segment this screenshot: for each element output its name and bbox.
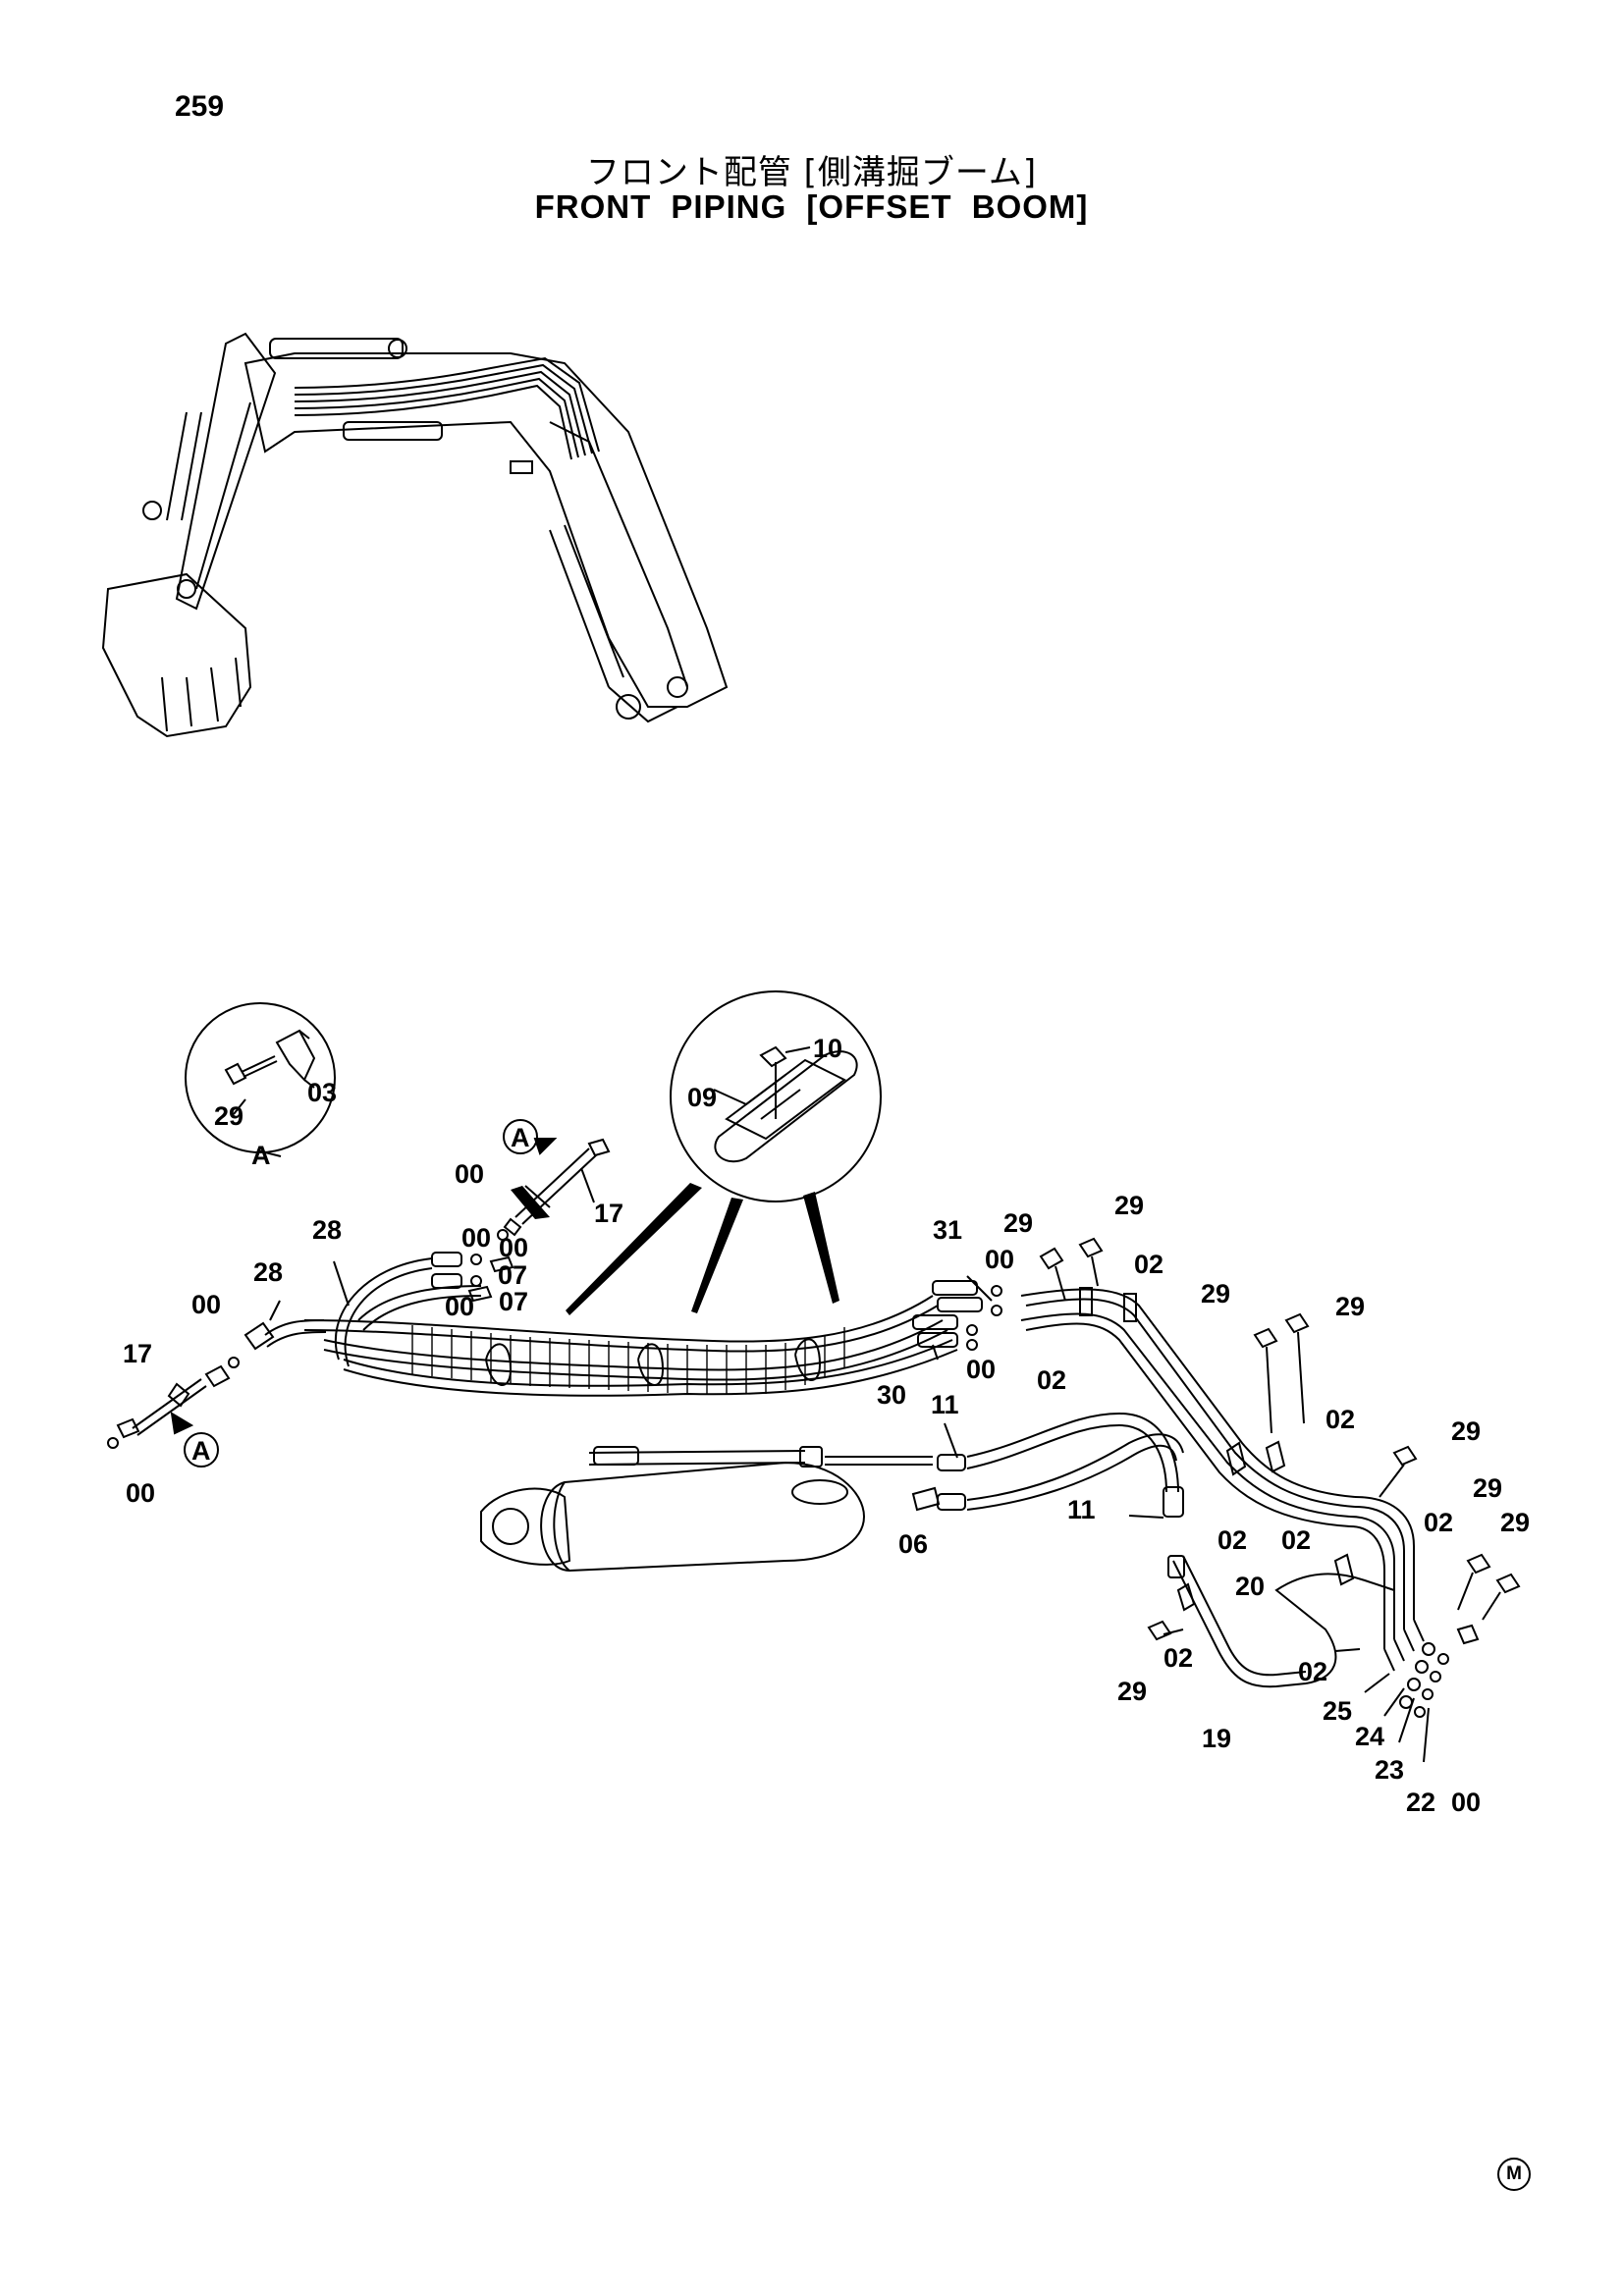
callout-03: 03 <box>307 1078 337 1107</box>
callout-07: 07 <box>499 1287 528 1316</box>
callout-29: 29 <box>1117 1677 1147 1706</box>
callout-25: 25 <box>1323 1696 1352 1726</box>
callout-20: 20 <box>1235 1572 1265 1601</box>
callout-02: 02 <box>1163 1643 1193 1673</box>
view-marker-a-lower: A <box>191 1436 211 1466</box>
callout-11: 11 <box>1067 1495 1096 1524</box>
callout-28: 28 <box>312 1215 342 1245</box>
callout-22: 22 <box>1406 1788 1435 1817</box>
detail-a-circle <box>185 1002 336 1157</box>
detail-a-labels: 29 03 A <box>214 1078 337 1170</box>
callout-29: 29 <box>1003 1208 1033 1238</box>
callout-00: 00 <box>126 1478 155 1508</box>
callout-00: 00 <box>461 1223 491 1253</box>
callout-02: 02 <box>1281 1525 1311 1555</box>
callout-02: 02 <box>1325 1405 1355 1434</box>
callout-07: 07 <box>498 1260 527 1290</box>
callout-29: 29 <box>214 1101 243 1131</box>
title-japanese: フロント配管 [側溝掘ブーム] <box>585 153 1038 192</box>
callout-00: 00 <box>1451 1788 1481 1817</box>
callout-02: 02 <box>1217 1525 1247 1555</box>
detail-pointers <box>511 1183 839 1315</box>
callout-10: 10 <box>813 1034 842 1063</box>
main-piping-drawing <box>107 1138 1521 1763</box>
callout-31: 31 <box>933 1215 962 1245</box>
callout-00: 00 <box>966 1355 996 1384</box>
callout-29: 29 <box>1500 1508 1530 1537</box>
page-number: 259 <box>175 90 225 123</box>
callout-09: 09 <box>687 1083 717 1112</box>
detail-b-circle <box>670 990 882 1202</box>
callout-02: 02 <box>1037 1365 1066 1395</box>
callout-19: 19 <box>1202 1724 1231 1753</box>
callout-02: 02 <box>1298 1657 1327 1686</box>
callout-29: 29 <box>1201 1279 1230 1308</box>
callout-00: 00 <box>191 1290 221 1319</box>
callout-06: 06 <box>898 1529 928 1559</box>
callout-00: 00 <box>445 1292 474 1321</box>
callout-02: 02 <box>1424 1508 1453 1537</box>
callout-00: 00 <box>499 1233 528 1262</box>
callout-29: 29 <box>1335 1292 1365 1321</box>
callout-17: 17 <box>594 1199 623 1228</box>
title-english: FRONT PIPING [OFFSET BOOM] <box>534 188 1089 225</box>
view-marker-a-upper: A <box>511 1123 530 1152</box>
main-labels: A 00 17 00 00 28 07 00 07 28 00 17 A 00 … <box>123 1119 1530 1817</box>
callout-17: 17 <box>123 1339 152 1368</box>
callout-29: 29 <box>1114 1191 1144 1220</box>
manufacturer-mark: M <box>1497 2158 1531 2191</box>
detail-b-labels: 10 09 <box>687 1034 842 1112</box>
view-label-a: A <box>251 1141 271 1170</box>
callout-30: 30 <box>877 1380 906 1410</box>
callout-00: 00 <box>455 1159 484 1189</box>
callout-11: 11 <box>931 1390 959 1419</box>
excavator-overview-drawing <box>101 332 729 738</box>
callout-28: 28 <box>253 1257 283 1287</box>
callout-29: 29 <box>1473 1473 1502 1503</box>
callout-29: 29 <box>1451 1416 1481 1446</box>
callout-24: 24 <box>1355 1722 1384 1751</box>
callout-02: 02 <box>1134 1250 1163 1279</box>
callout-00: 00 <box>985 1245 1014 1274</box>
callout-23: 23 <box>1375 1755 1404 1785</box>
